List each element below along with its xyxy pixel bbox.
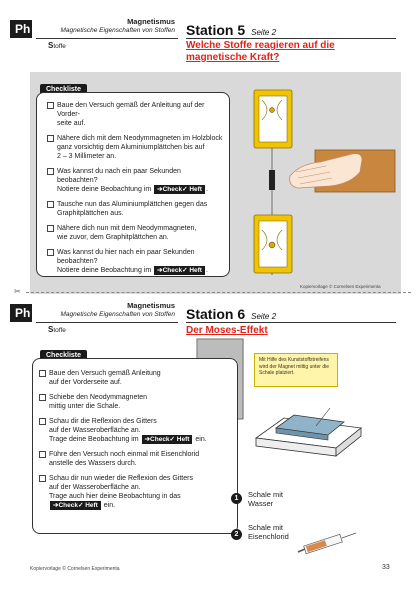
legend-number-1: 1 xyxy=(231,493,242,504)
station6-headline: Der Moses-Effekt xyxy=(186,325,268,336)
topic-header-2: Magnetismus Magnetische Eigenschaften vo… xyxy=(50,302,175,319)
topic-header: Magnetismus Magnetische Eigenschaften vo… xyxy=(50,18,175,35)
check-heft-tag: ➔Check✓ Heft xyxy=(154,185,205,194)
station5-rule xyxy=(186,38,396,39)
header-rule xyxy=(36,38,178,39)
station5-checklist-item: Nähere dich nun mit dem Neodymmagneten,w… xyxy=(47,224,223,242)
hand xyxy=(289,153,363,189)
dish-apparatus-illustration xyxy=(254,407,362,457)
station5-checklist-item: Tausche nun das Aluminiumplättchen gegen… xyxy=(47,200,223,218)
check-heft-tag: ➔Check✓ Heft xyxy=(50,501,101,510)
topic-subtitle: Magnetische Eigenschaften von Stoffen xyxy=(60,27,175,34)
station6-checklist-item: Schau dir nun wieder die Reflexion des G… xyxy=(39,474,231,510)
header-rule-2 xyxy=(36,322,178,323)
footer-copyright: Kopiervorlage © Cornelsen Experimenta xyxy=(30,566,120,572)
station5-checklist-label: Checkliste xyxy=(40,84,88,95)
station5-headline: Welche Stoffe reagieren auf die magnetis… xyxy=(186,40,335,63)
topic-title-2: Magnetismus xyxy=(127,301,175,310)
topic-title: Magnetismus xyxy=(127,17,175,26)
station5-checklist-item: Nähere dich mit dem Neodymmagneten im Ho… xyxy=(47,134,223,161)
station6-checklist-label: Checkliste xyxy=(40,350,88,361)
station5-copyright: Kopiervorlage © Cornelsen Experimenta xyxy=(300,284,381,289)
subject-badge-2: Ph xyxy=(10,304,32,322)
station5-checklist-item: Was kannst du hier nach ein paar Sekunde… xyxy=(47,248,223,275)
station6-rule xyxy=(186,322,396,323)
station5-stoffe: Stoffe xyxy=(48,41,66,50)
hint-box: Mit Hilfe des Kunststoffstreifens wird d… xyxy=(254,353,338,387)
syringe-illustration xyxy=(297,532,357,555)
check-heft-tag: ➔Check✓ Heft xyxy=(154,266,205,275)
scissors-icon: ✂ xyxy=(14,287,21,296)
station5-checklist-item: Baue den Versuch gemäß der Anleitung auf… xyxy=(47,101,223,128)
legend-number-2: 2 xyxy=(231,529,242,540)
test-plate xyxy=(269,170,275,190)
station6-checklist-item: Führe den Versuch noch einmal mit Eisenc… xyxy=(39,450,231,468)
cut-line xyxy=(26,292,411,293)
station5-apparatus-illustration xyxy=(253,89,396,275)
station6-stoffe: Stoffe xyxy=(48,325,66,334)
legend-label-1: Schale mit Wasser xyxy=(248,490,284,508)
check-heft-tag: ➔Check✓ Heft xyxy=(141,435,193,444)
station5-checklist-card: Baue den Versuch gemäß der Anleitung auf… xyxy=(36,92,230,277)
topic-subtitle-2: Magnetische Eigenschaften von Stoffen xyxy=(60,311,175,318)
legend-label-2: Schale mit Eisenchlorid xyxy=(248,523,289,541)
station5-checklist-item: Was kannst du nach ein paar Sekunden beo… xyxy=(47,167,223,194)
subject-badge: Ph xyxy=(10,20,32,38)
page-number: 33 xyxy=(382,564,390,571)
